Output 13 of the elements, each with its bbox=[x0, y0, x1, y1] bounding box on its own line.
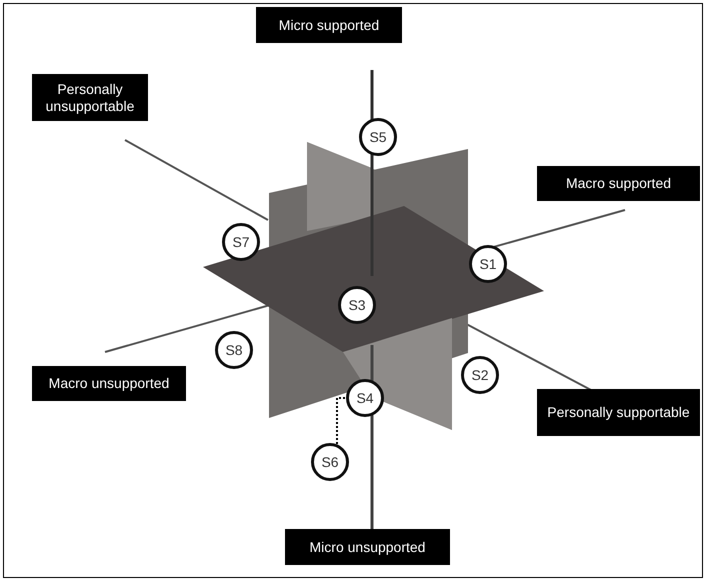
axis-label: Macro supported bbox=[537, 166, 700, 201]
axis-label: Personally supportable bbox=[537, 389, 700, 436]
scenario-circle: S8 bbox=[215, 331, 253, 369]
scenario-circle: S7 bbox=[222, 223, 260, 261]
scenario-circle: S4 bbox=[346, 379, 384, 417]
axis-label: Micro supported bbox=[256, 7, 402, 43]
scenario-circle: S2 bbox=[461, 356, 499, 394]
scenario-circle: S5 bbox=[359, 118, 397, 156]
dotted-leader-line bbox=[336, 397, 347, 444]
axis-label: Micro unsupported bbox=[285, 529, 450, 565]
axis-label: Macro unsupported bbox=[32, 366, 186, 401]
axis-label: Personally unsupportable bbox=[32, 74, 148, 121]
scenario-circle: S6 bbox=[311, 443, 349, 481]
